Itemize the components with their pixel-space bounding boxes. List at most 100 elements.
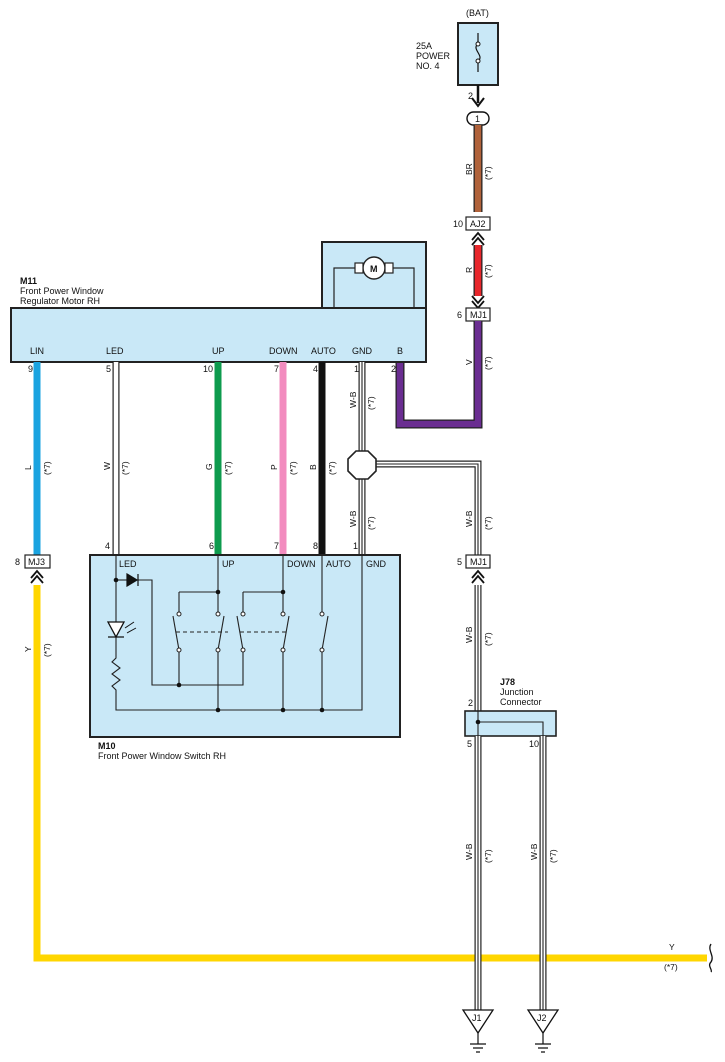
led-light-icon xyxy=(124,621,137,634)
fuse-box xyxy=(457,22,499,86)
motor-m11: M11 Front Power Window Regulator Motor R… xyxy=(10,241,427,374)
motor-body xyxy=(10,307,427,363)
motor-id: M11 xyxy=(20,276,37,286)
ground-j2-symbol xyxy=(535,1033,551,1053)
fuse-section: (BAT) 25A POWER NO. 4 2 1 xyxy=(416,8,499,126)
m11-pin-5: 5 xyxy=(106,364,111,374)
signal-wires: L (*7) W (*7) G (*7) P (*7) B (*7) W-B (… xyxy=(23,362,493,555)
switch-housing xyxy=(89,554,401,738)
mj1-mid-name: MJ1 xyxy=(470,557,487,567)
m10-term-down: DOWN xyxy=(287,559,316,569)
m11-term-down: DOWN xyxy=(269,346,298,356)
yellow-circuit: MJ3 8 Y (*7) Y (*7) xyxy=(15,554,713,973)
wire-w-code: W xyxy=(102,462,112,470)
ground-j1-symbol xyxy=(470,1033,486,1053)
mj1-top-chevron-icon xyxy=(471,295,485,310)
led-icon xyxy=(106,621,126,639)
wire-wb-low-note: (*7) xyxy=(366,516,376,530)
wire-wb-branch-note: (*7) xyxy=(483,516,493,530)
m11-term-lin: LIN xyxy=(30,346,44,356)
wire-r-code: R xyxy=(464,267,474,273)
wire-black-code: B xyxy=(308,464,318,470)
aj2-pin: 10 xyxy=(453,219,463,229)
wire-br-note: (*7) xyxy=(483,166,493,180)
wire-y-code: Y xyxy=(23,646,33,652)
wire-break-icon xyxy=(708,943,713,973)
junction-pin-in: 2 xyxy=(468,698,473,708)
mj3-pin: 8 xyxy=(15,557,20,567)
wire-v-code: V xyxy=(464,359,474,365)
switch-name: Front Power Window Switch RH xyxy=(98,751,226,761)
ground-j1-icon xyxy=(461,1009,495,1035)
wire-g-note: (*7) xyxy=(223,461,233,475)
m11-pin-1: 1 xyxy=(354,364,359,374)
m10-term-auto: AUTO xyxy=(326,559,351,569)
fuse-arrow-icon xyxy=(471,97,485,108)
ground-j1-label: J1 xyxy=(472,1013,482,1023)
wire-br-code: BR xyxy=(464,163,474,175)
m11-term-up: UP xyxy=(212,346,225,356)
m11-term-gnd: GND xyxy=(352,346,373,356)
wire-p-note: (*7) xyxy=(288,461,298,475)
ground-j2-icon xyxy=(526,1009,560,1035)
m11-pin-4: 4 xyxy=(313,364,318,374)
m11-term-led: LED xyxy=(106,346,124,356)
mj3-chevron-icon xyxy=(30,569,44,584)
mj1-top-pin: 6 xyxy=(457,310,462,320)
motor-symbol: M xyxy=(370,264,378,274)
wire-y xyxy=(33,585,707,962)
connector-aj2 xyxy=(465,216,491,231)
mj3-name: MJ3 xyxy=(28,557,45,567)
junction-id: J78 xyxy=(500,677,515,687)
wire-y-end-code: Y xyxy=(669,942,675,952)
connector-mj3 xyxy=(24,554,51,569)
fuse-rating: 25A xyxy=(416,41,432,51)
connector-mj1-mid xyxy=(465,554,491,569)
wire-wb-top-code: W-B xyxy=(348,391,358,408)
switch-id: M10 xyxy=(98,741,116,751)
fuse-terminal-top xyxy=(475,41,481,47)
m10-term-gnd: GND xyxy=(366,559,387,569)
motor-name-1: Front Power Window xyxy=(20,286,104,296)
m11-pin-7: 7 xyxy=(274,364,279,374)
fuse-name-2: NO. 4 xyxy=(416,61,440,71)
wire-wb-top-note: (*7) xyxy=(366,396,376,410)
splice-point-icon xyxy=(347,450,377,480)
wire-wb-branch-code: W-B xyxy=(464,510,474,527)
wire-wb-j1-code: W-B xyxy=(464,843,474,860)
wire-wb-low-code: W-B xyxy=(348,510,358,527)
switch-internal-circuit xyxy=(111,555,363,711)
wire-wb-j2-note: (*7) xyxy=(548,849,558,863)
m11-term-b: B xyxy=(397,346,403,356)
switch-junction-dots xyxy=(113,577,325,713)
ground-j2-label: J2 xyxy=(537,1013,547,1023)
m10-pin-1: 1 xyxy=(353,541,358,551)
switch-contacts xyxy=(176,611,325,653)
mj1-mid-pin: 5 xyxy=(457,557,462,567)
m11-term-auto: AUTO xyxy=(311,346,336,356)
m11-pin-2: 2 xyxy=(391,364,396,374)
junction-name-1: Junction xyxy=(500,687,534,697)
m10-pin-8: 8 xyxy=(313,541,318,551)
m11-pin-9: 9 xyxy=(28,364,33,374)
wire-wb-j1-note: (*7) xyxy=(483,849,493,863)
fuse-name-1: POWER xyxy=(416,51,451,61)
switch-m10: 4 6 7 8 1 LED UP DOWN AUTO GND xyxy=(89,541,401,761)
fuse-terminal-bottom xyxy=(475,58,481,64)
power-feed-wires: BR (*7) AJ2 10 R (*7) MJ1 6 V (*7) xyxy=(395,125,493,429)
motor-name-2: Regulator Motor RH xyxy=(20,296,100,306)
junction-pin-out1: 5 xyxy=(467,739,472,749)
diode-icon xyxy=(126,572,139,588)
wire-y-end-note: (*7) xyxy=(664,962,678,972)
aj2-chevron-icon xyxy=(471,231,485,246)
wire-wb-feed-note: (*7) xyxy=(483,632,493,646)
wire-y-note: (*7) xyxy=(42,643,52,657)
wire-wb-j2-code: W-B xyxy=(529,843,539,860)
splice-pin: 1 xyxy=(475,114,480,124)
mj1-mid-chevron-icon xyxy=(471,569,485,584)
m10-pin-6: 6 xyxy=(209,541,214,551)
m10-pin-7: 7 xyxy=(274,541,279,551)
bat-label: (BAT) xyxy=(466,8,489,18)
wire-w-note: (*7) xyxy=(120,461,130,475)
